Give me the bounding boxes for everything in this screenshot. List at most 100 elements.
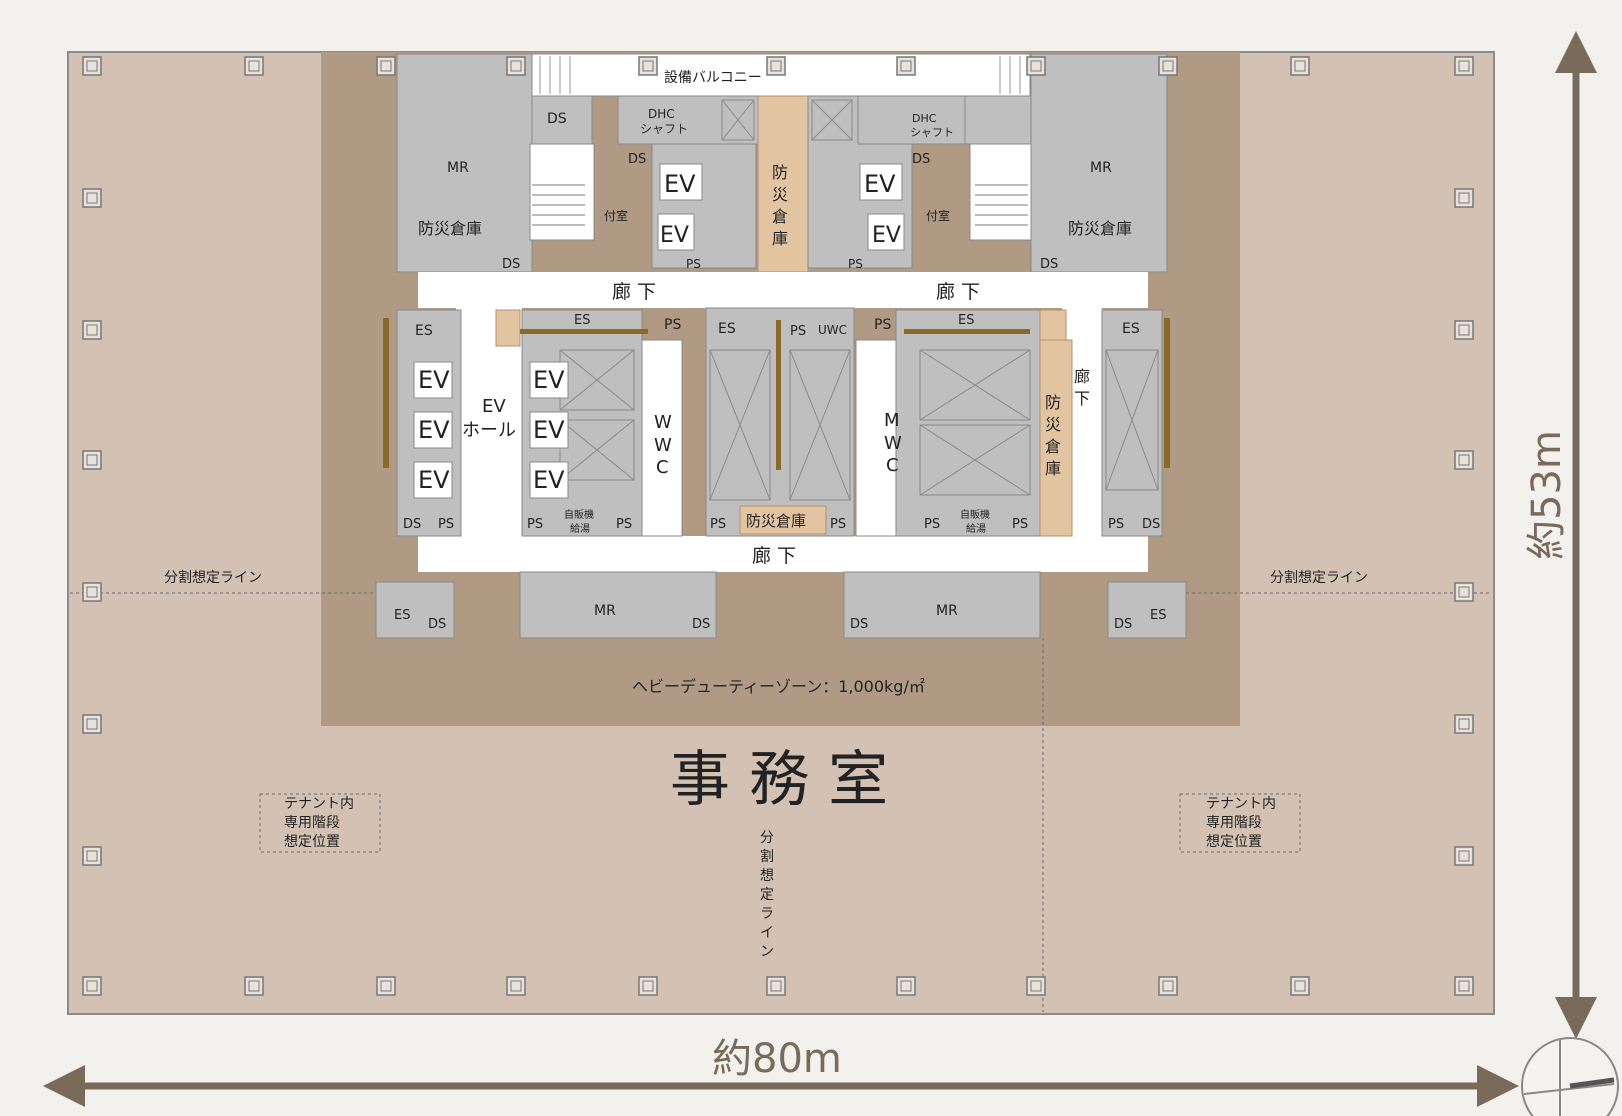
annex-label: 付室 bbox=[604, 208, 628, 223]
corridor-label: 廊 下 bbox=[752, 545, 796, 567]
ds-label: DS bbox=[912, 152, 930, 167]
storage-label: 防災倉庫 bbox=[746, 512, 806, 530]
ev-label: EV bbox=[864, 170, 896, 198]
mwc bbox=[855, 339, 897, 537]
column-icon bbox=[1454, 976, 1474, 996]
tenant-stair-label: 専用階段 bbox=[284, 815, 340, 831]
ev-label: EV bbox=[418, 416, 450, 444]
split-line-vertical-label: ン bbox=[760, 944, 774, 960]
column-icon bbox=[1294, 980, 1306, 992]
column-icon bbox=[1290, 976, 1310, 996]
tenant-stair-label: 専用階段 bbox=[1206, 815, 1262, 831]
column-icon bbox=[506, 976, 526, 996]
dhc-label: DHC bbox=[648, 107, 675, 121]
ev-hall-label: EV bbox=[482, 396, 506, 417]
storage-vertical-label: 災 bbox=[772, 185, 788, 204]
core bbox=[375, 53, 1187, 639]
ev-bank-right bbox=[1101, 309, 1163, 537]
storage-center-top bbox=[757, 95, 809, 273]
ds-top-right bbox=[964, 95, 1032, 145]
mr-bottom-left bbox=[519, 571, 717, 639]
dhc-shaft-left bbox=[617, 95, 759, 145]
ps-label: PS bbox=[848, 257, 863, 271]
column-icon bbox=[82, 320, 102, 340]
ev-hall-label: ホール bbox=[462, 420, 516, 441]
storage-vertical-label: 倉 bbox=[772, 207, 788, 226]
wwc-label: W bbox=[654, 435, 672, 456]
storage-small-left bbox=[495, 309, 521, 347]
column-icon bbox=[86, 454, 98, 466]
column-icon bbox=[510, 60, 522, 72]
column-icon bbox=[1030, 980, 1042, 992]
rails bbox=[383, 318, 1170, 470]
storage-small-right bbox=[1039, 309, 1067, 341]
compass-icon bbox=[1521, 1037, 1619, 1116]
ds-label: DS bbox=[692, 617, 710, 632]
column-icon bbox=[380, 60, 392, 72]
column-icon bbox=[86, 586, 98, 598]
dhc-label: DHC bbox=[912, 112, 937, 125]
vending-label: 自販機 bbox=[564, 508, 594, 521]
wwc-label: C bbox=[656, 457, 669, 478]
column-icon bbox=[244, 976, 264, 996]
ev-label-boxes bbox=[413, 163, 905, 499]
ds-label: DS bbox=[1114, 617, 1132, 632]
column-icon bbox=[766, 56, 786, 76]
split-line-vertical-label: 分 bbox=[760, 830, 774, 846]
stair-left bbox=[529, 143, 595, 241]
stair-right bbox=[969, 143, 1035, 241]
corridor-label: 廊 下 bbox=[612, 281, 656, 303]
mr-label: MR bbox=[936, 603, 958, 619]
column-icon bbox=[1454, 188, 1474, 208]
column-icon bbox=[642, 60, 654, 72]
ev-label: EV bbox=[418, 466, 450, 494]
mr-label: MR bbox=[594, 603, 616, 619]
column-icon bbox=[1162, 60, 1174, 72]
column-icon bbox=[380, 980, 392, 992]
ds-label: DS bbox=[850, 617, 868, 632]
ds-label: DS bbox=[547, 111, 567, 127]
corridor-lower bbox=[418, 536, 1148, 572]
ds-label: DS bbox=[502, 257, 520, 272]
column-icon bbox=[1458, 324, 1470, 336]
ev-label: EV bbox=[533, 466, 565, 494]
column-icon bbox=[770, 60, 782, 72]
ps-label: PS bbox=[710, 517, 726, 532]
stair-icon bbox=[532, 184, 1028, 226]
ds-label: DS bbox=[403, 517, 421, 532]
column-icon bbox=[82, 582, 102, 602]
ds-label: DS bbox=[1142, 517, 1160, 532]
column-icon bbox=[896, 976, 916, 996]
column-icon bbox=[900, 980, 912, 992]
es-label: ES bbox=[415, 323, 433, 339]
elevator-car-icon bbox=[559, 99, 1159, 501]
column-icon bbox=[1030, 60, 1042, 72]
dhc-shaft-right bbox=[857, 95, 969, 145]
storage-vertical-label: 倉 bbox=[1045, 437, 1061, 456]
column-icon bbox=[1162, 980, 1174, 992]
dhc-label: シャフト bbox=[640, 122, 688, 136]
mwc-label: W bbox=[884, 433, 902, 454]
annex-label: 付室 bbox=[926, 208, 950, 223]
corridor-upper bbox=[418, 272, 1148, 308]
split-lines bbox=[70, 592, 1492, 1012]
ev-label: EV bbox=[533, 416, 565, 444]
ps-label: PS bbox=[686, 257, 701, 271]
balcony-label: 設備バルコニー bbox=[664, 70, 762, 86]
column-icon bbox=[82, 188, 102, 208]
ps-label: PS bbox=[616, 517, 632, 532]
split-line-label: 分割想定ライン bbox=[164, 569, 262, 586]
storage-center-bottom bbox=[739, 505, 827, 535]
column-icon bbox=[642, 980, 654, 992]
column-icon bbox=[1454, 714, 1474, 734]
split-line-vertical-label: 定 bbox=[760, 887, 774, 903]
storage-vertical-label: 防 bbox=[772, 163, 788, 182]
column-icon bbox=[896, 56, 916, 76]
mr-label: MR bbox=[447, 160, 469, 176]
column-icon bbox=[1454, 846, 1474, 866]
column-icon bbox=[1458, 980, 1470, 992]
column-icon bbox=[766, 976, 786, 996]
column-icon bbox=[86, 718, 98, 730]
column-icon bbox=[82, 56, 102, 76]
